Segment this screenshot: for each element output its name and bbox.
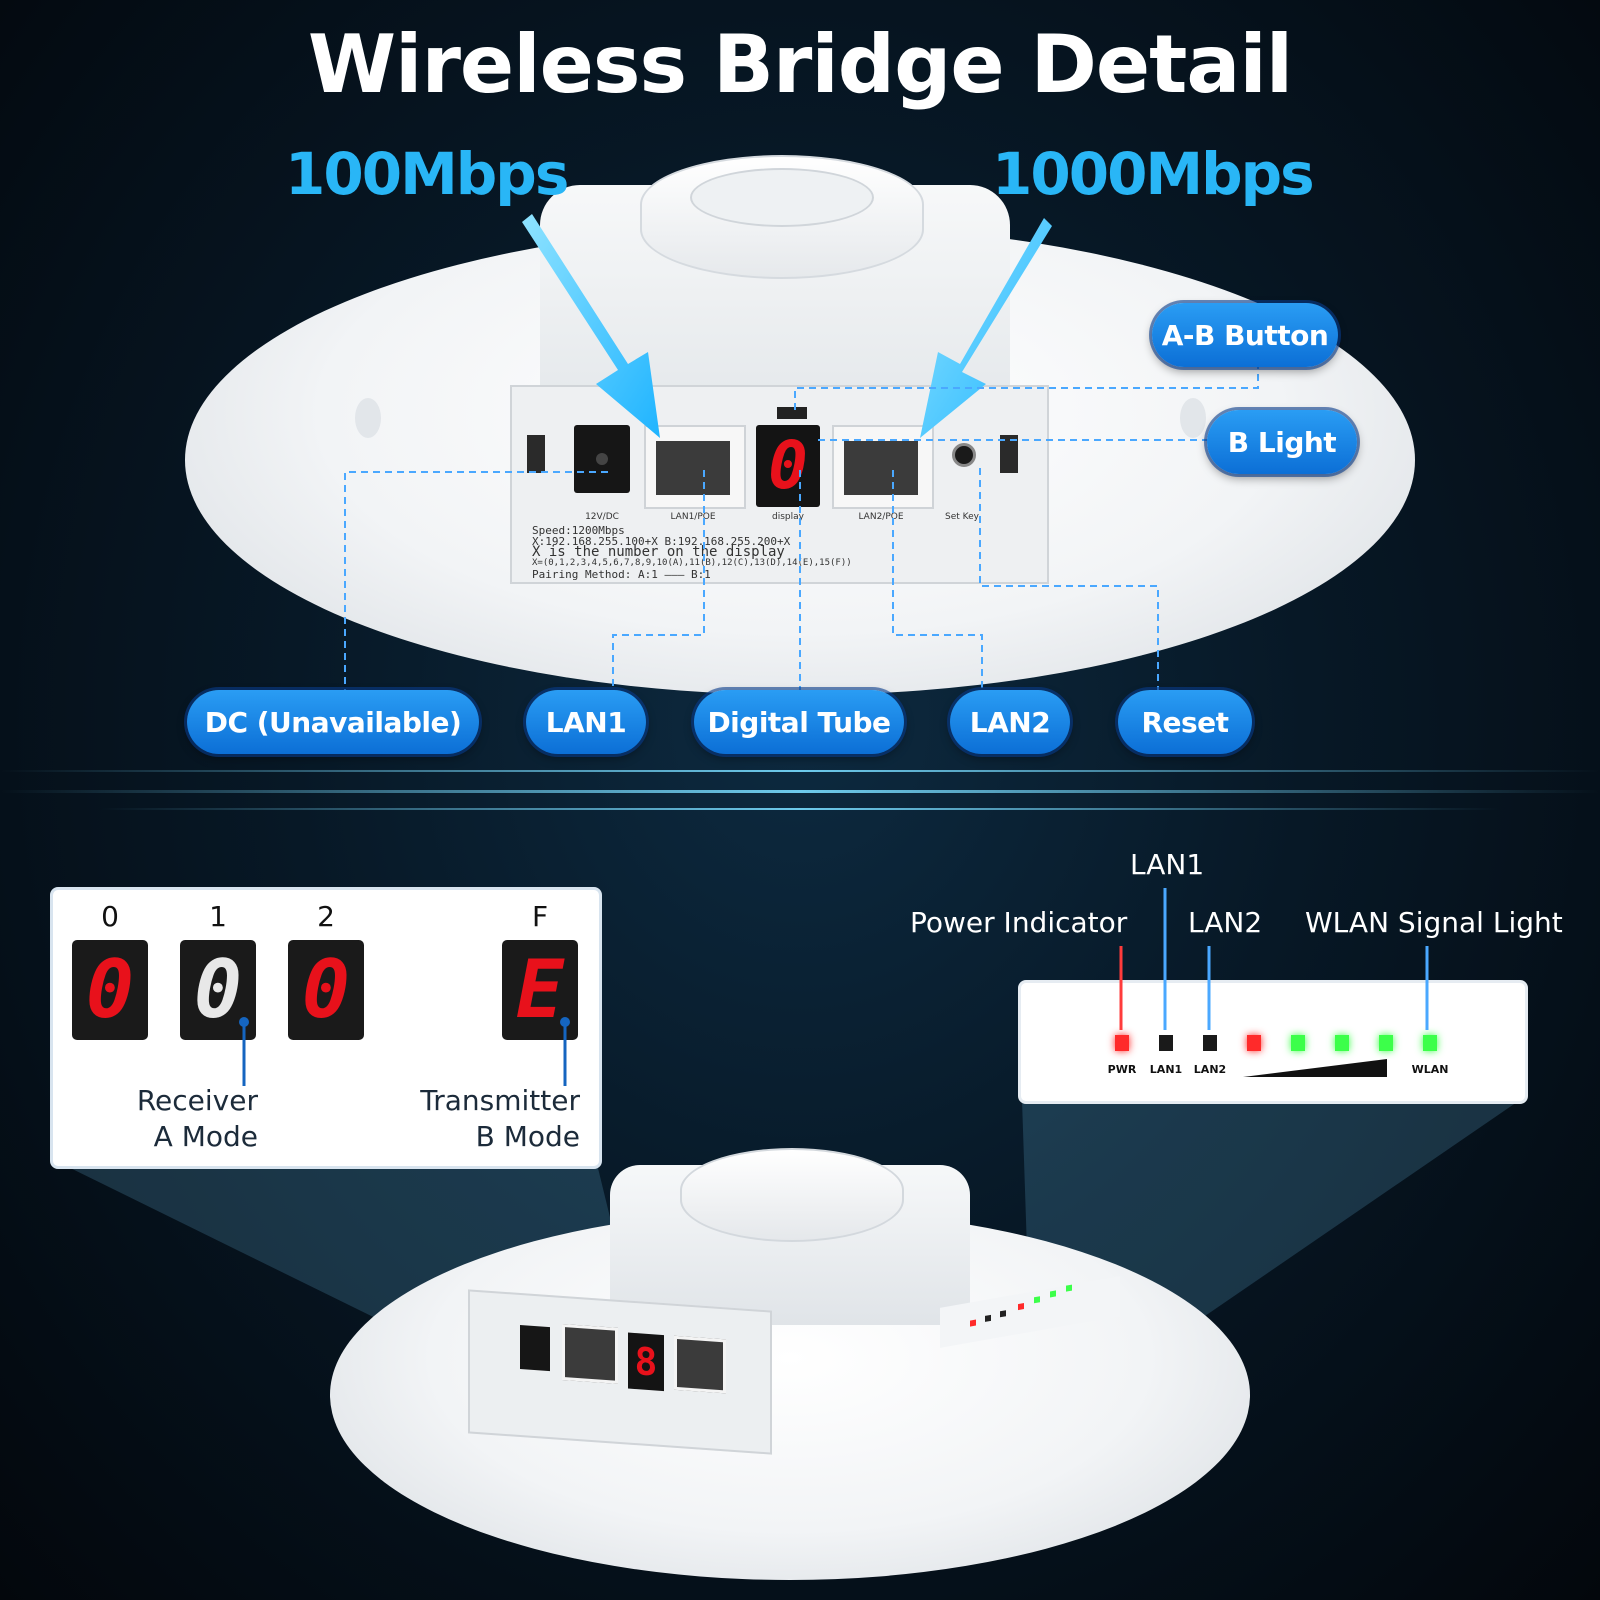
signal-led-4: [1379, 1035, 1393, 1051]
callout-dc: DC (Unavailable): [187, 690, 479, 754]
mode-digit-glyph: 0: [301, 943, 351, 1036]
device-sticker: Speed:1200Mbps X:192.168.255.100+X B:192…: [532, 525, 1032, 580]
page-title: Wireless Bridge Detail: [307, 18, 1293, 111]
callout-b-light: B Light: [1207, 410, 1357, 474]
mount-hole: [690, 168, 874, 227]
lan1-label: LAN1: [1149, 1063, 1183, 1076]
mode-digit-glyph: 0: [193, 943, 243, 1036]
pwr-led: [1115, 1035, 1129, 1051]
transmitter-mode-label: Transmitter B Mode: [380, 1083, 580, 1155]
side-switch: [527, 435, 545, 473]
receiver-mode-label: Receiver A Mode: [100, 1083, 258, 1155]
speed-label-1000: 1000Mbps: [992, 140, 1315, 208]
mode-digit-glyph: 0: [85, 943, 135, 1036]
transmitter-line2: B Mode: [475, 1120, 580, 1153]
mode-digit-glyph: E: [515, 943, 565, 1036]
lan2-led: [1203, 1035, 1217, 1051]
sticker-line: X=(0,1,2,3,4,5,6,7,8,9,10(A),11(B),12(C)…: [532, 558, 852, 568]
signal-wedge: [1243, 1059, 1387, 1077]
transmitter-line1: Transmitter: [420, 1084, 580, 1117]
port-label-12v: 12V/DC: [585, 512, 619, 522]
leader-lan1: [612, 470, 705, 690]
mount-thread-bottom: [680, 1148, 904, 1242]
mode-digit-label: F: [531, 900, 549, 933]
leader-lan2: [892, 470, 983, 690]
light-streak: [100, 808, 1500, 810]
sticker-line: X:192.168.255.100+X B:192.168.255.200+X: [532, 535, 791, 548]
receiver-line1: Receiver: [136, 1084, 258, 1117]
wlan-led: [1423, 1035, 1437, 1051]
mode-digit-label: 2: [317, 900, 335, 933]
indicator-title-lan1: LAN1: [1130, 848, 1205, 881]
side-switch: [1000, 435, 1018, 473]
mode-digit-label: 1: [209, 900, 227, 933]
arrow-1000mbps: [920, 218, 1052, 438]
signal-led-1: [1247, 1035, 1261, 1051]
indicator-panel: PWR LAN1 LAN2 WLAN: [1018, 980, 1528, 1104]
dc-port[interactable]: [574, 425, 630, 493]
lan1-port[interactable]: [644, 425, 746, 509]
signal-led-2: [1291, 1035, 1305, 1051]
mode-digit-display: 0: [288, 940, 364, 1040]
wlan-label: WLAN: [1411, 1063, 1449, 1076]
signal-led-3: [1335, 1035, 1349, 1051]
speed-arrows: [344, 214, 1259, 690]
port-label-display: display: [772, 512, 804, 522]
callout-ab-button: A-B Button: [1152, 303, 1338, 367]
arrow-100mbps: [522, 214, 660, 438]
mode-digit-label: 0: [101, 900, 119, 933]
digital-tube-display: 0: [756, 425, 820, 507]
screw-hole: [355, 398, 381, 438]
callout-digital-tube: Digital Tube: [694, 690, 904, 754]
screw-hole: [1180, 398, 1206, 438]
leader-reset: [979, 468, 1159, 690]
reset-button[interactable]: [952, 443, 976, 467]
indicator-title-power: Power Indicator: [910, 906, 1128, 939]
indicator-title-wlan: WLAN Signal Light: [1305, 906, 1563, 939]
sticker-line: Pairing Method: A:1 ——— B:1: [532, 568, 711, 581]
receiver-line2: A Mode: [153, 1120, 258, 1153]
speed-label-100: 100Mbps: [285, 140, 569, 208]
display-digit: 0: [768, 427, 808, 504]
lan1-led: [1159, 1035, 1173, 1051]
callout-reset: Reset: [1118, 690, 1252, 754]
ab-button[interactable]: [777, 407, 807, 419]
leader-ab-button: [794, 360, 1259, 410]
light-streak: [0, 770, 1600, 772]
leader-dc: [344, 471, 608, 690]
port-label-setkey: Set Key: [945, 512, 979, 522]
mode-digit-display: 0: [72, 940, 148, 1040]
callout-lan2: LAN2: [950, 690, 1070, 754]
indicator-title-lan2: LAN2: [1188, 906, 1263, 939]
port-label-lan1: LAN1/POE: [670, 512, 716, 522]
port-label-lan2: LAN2/POE: [858, 512, 904, 522]
lan2-label: LAN2: [1193, 1063, 1227, 1076]
sticker-line: X is the number on the display: [532, 544, 785, 560]
light-streak: [0, 790, 1600, 793]
sticker-line: Speed:1200Mbps: [532, 524, 625, 537]
callout-lan1: LAN1: [526, 690, 646, 754]
pwr-label: PWR: [1107, 1063, 1137, 1076]
